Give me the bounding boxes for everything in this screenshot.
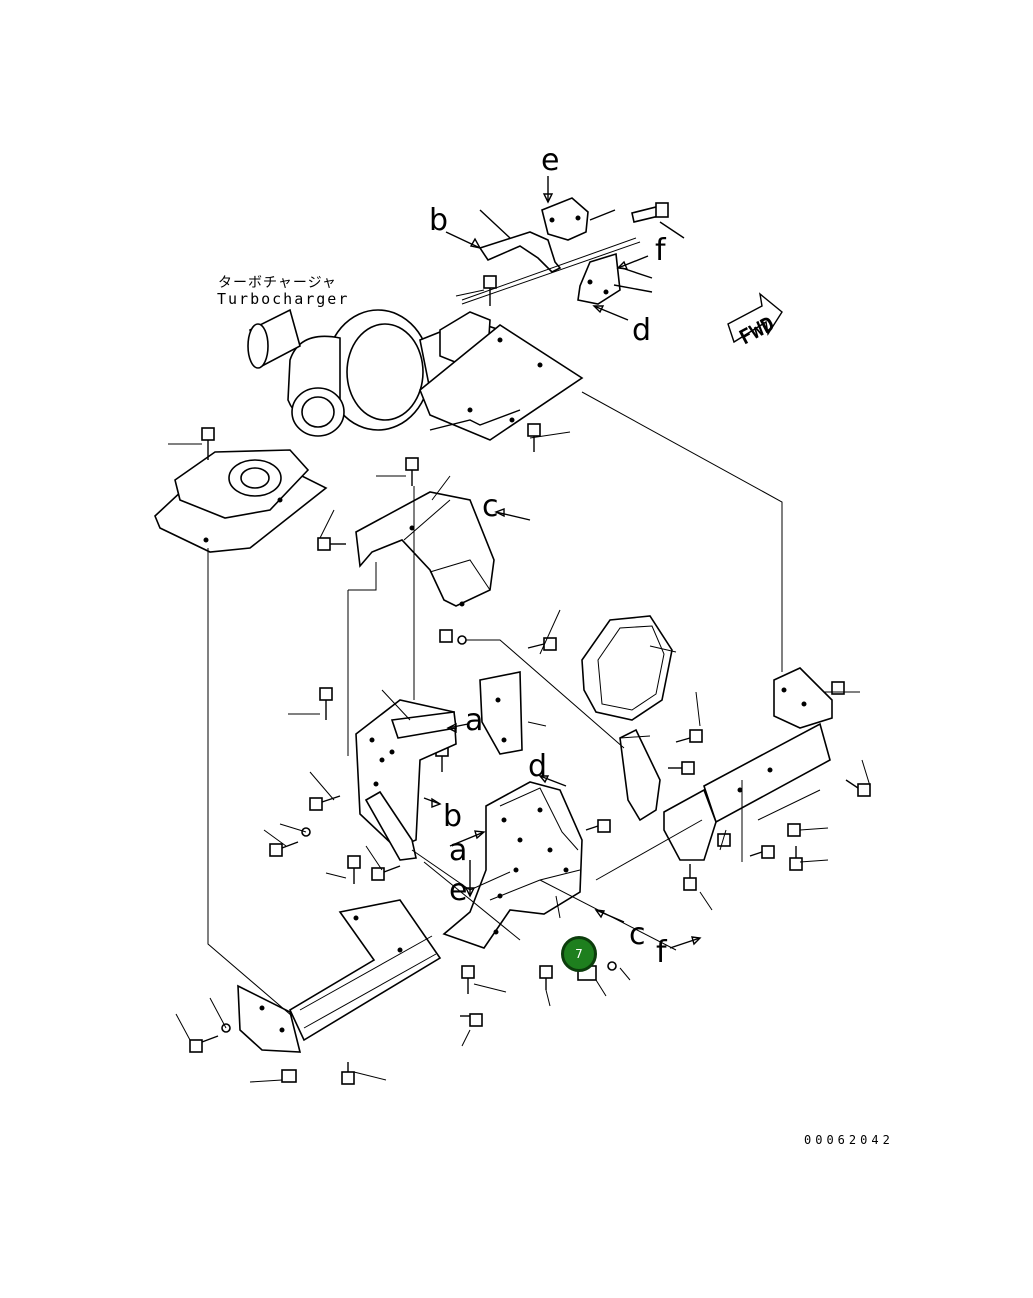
part-callout-7[interactable]: 7 xyxy=(561,936,597,972)
ref-letter-c-shield: c xyxy=(482,489,499,524)
ref-letter-c-center: c xyxy=(629,917,646,952)
right-rail xyxy=(619,667,833,861)
drawing-code: 00062042 xyxy=(804,1133,894,1147)
ref-letter-e-top: e xyxy=(541,143,560,178)
ref-letter-a-left: a xyxy=(465,703,484,738)
clamp-band xyxy=(581,615,673,721)
part-callout-number: 7 xyxy=(575,947,583,961)
ref-letter-a-center: a xyxy=(449,833,468,868)
exhaust-manifold xyxy=(154,449,328,553)
turbo-flange-plate xyxy=(419,324,584,441)
fwd-arrow-icon xyxy=(727,292,783,344)
left-bracket xyxy=(355,671,523,861)
reference-arrows xyxy=(423,722,702,949)
ref-letter-d-center: d xyxy=(528,749,548,784)
ref-letter-b-left: b xyxy=(443,799,463,834)
ref-letter-d-top: d xyxy=(632,313,652,348)
bolts xyxy=(189,275,871,1085)
turbocharger-label-jp: ターボチャージャ xyxy=(218,275,337,291)
ref-letter-f-center: f xyxy=(656,935,667,970)
heat-shield xyxy=(355,491,531,607)
lower-left-rail xyxy=(237,899,442,1053)
turbocharger-label-en: Turbocharger xyxy=(217,290,350,308)
ref-letter-b-top: b xyxy=(429,203,449,238)
ref-letter-f-top: f xyxy=(655,233,666,268)
upper-bracket-group xyxy=(445,176,685,321)
ref-letter-e-center: e xyxy=(449,873,468,908)
